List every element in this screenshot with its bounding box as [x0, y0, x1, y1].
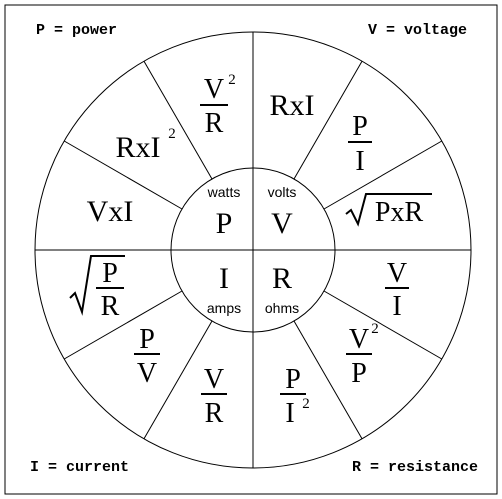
p-over-i-numerator: P [352, 111, 368, 142]
voltage-symbol: V [271, 207, 293, 240]
formula-p-over-v: P V [134, 324, 160, 389]
formula-v-squared-over-p: V 2 P [346, 321, 379, 389]
p-over-i-squared-exponent: 2 [302, 396, 310, 412]
v-over-i-denominator: I [392, 291, 401, 322]
p-over-i-denominator: I [355, 146, 364, 177]
watts-label: watts [207, 184, 241, 200]
sqrt-p-over-r-radical [69, 255, 125, 316]
sector-divider-2 [323, 140, 443, 210]
v2-over-p-denominator: P [351, 358, 367, 389]
formula-p-over-i-squared: P I 2 [280, 364, 310, 429]
sqrt-p-times-r-radical [345, 193, 432, 227]
r-times-i-squared-exponent: 2 [168, 126, 176, 142]
formula-v-times-i: VxI [87, 195, 134, 228]
resistance-symbol: R [272, 262, 292, 295]
v2-over-r-exponent: 2 [228, 72, 236, 88]
v2-over-r-numerator: V [204, 74, 224, 105]
sector-divider-1 [293, 60, 363, 180]
sector-dividers [35, 32, 471, 468]
formula-v-squared-over-r: V 2 R [200, 72, 236, 139]
sector-divider-4 [323, 290, 443, 360]
volts-label: volts [268, 184, 297, 200]
v-over-r-denominator: R [205, 398, 224, 429]
sqrt-p-times-r-radicand: PxR [375, 197, 424, 228]
legend-resistance: R = resistance [352, 459, 479, 476]
formula-r-times-i: RxI [270, 89, 315, 122]
r-times-i-squared-base: RxI [116, 131, 161, 164]
sector-divider-8 [63, 290, 183, 360]
formula-r-times-i-squared: RxI 2 [116, 126, 176, 164]
sector-divider-10 [63, 140, 183, 210]
sector-divider-5 [293, 320, 363, 440]
legend-current: I = current [30, 459, 130, 476]
power-symbol: P [216, 207, 233, 240]
v-over-i-numerator: V [387, 258, 407, 289]
p-over-i-squared-numerator: P [285, 364, 301, 395]
v2-over-p-exponent: 2 [371, 321, 379, 337]
frame-border [4, 4, 498, 495]
formula-v-over-r: V R [201, 364, 227, 429]
formula-p-over-i: P I [348, 111, 372, 177]
amps-label: amps [207, 300, 241, 316]
v2-over-r-denominator: R [205, 108, 224, 139]
sqrt-p-over-r-denominator: R [101, 291, 120, 322]
p-over-i-squared-denominator: I [285, 398, 294, 429]
sector-divider-11 [143, 60, 213, 180]
current-symbol: I [219, 262, 229, 295]
sqrt-p-over-r-numerator: P [102, 258, 118, 289]
ohms-label: ohms [265, 300, 299, 316]
legend-power: P = power [36, 22, 118, 39]
v2-over-p-numerator: V [349, 324, 369, 355]
formula-sqrt-p-times-r: PxR [345, 193, 432, 228]
p-over-v-denominator: V [137, 358, 157, 389]
sector-divider-7 [143, 320, 213, 440]
v-over-r-numerator: V [204, 364, 224, 395]
formula-sqrt-p-over-r: P R [69, 255, 125, 322]
legend-voltage: V = voltage [368, 22, 468, 39]
formula-v-over-i: V I [385, 258, 409, 322]
p-over-v-numerator: P [139, 324, 155, 355]
